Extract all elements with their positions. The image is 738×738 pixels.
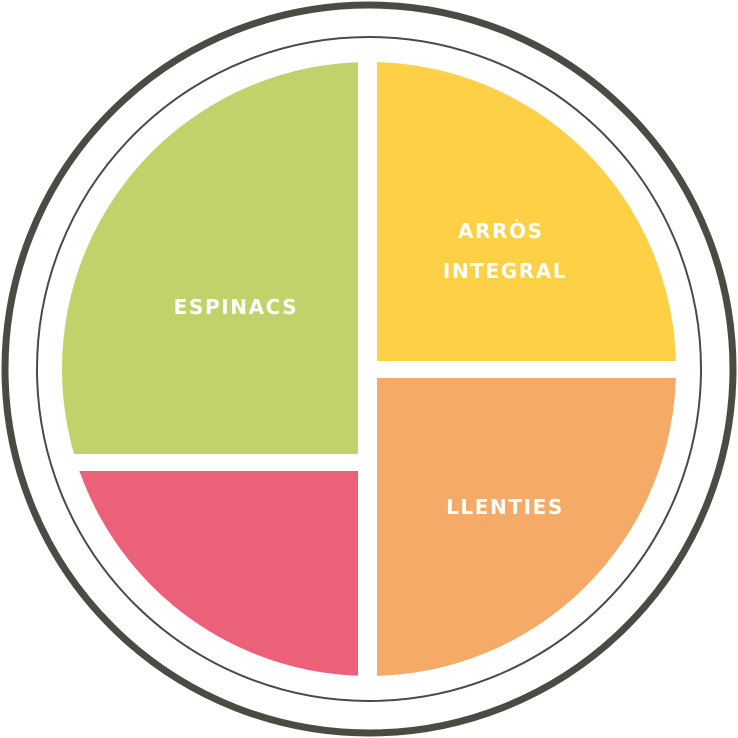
label-arros-integral-line-1: ARRÒS [458,219,544,243]
label-arros-integral: ARRÒS INTEGRAL [443,219,567,283]
label-llenties: LLENTIES [446,495,564,519]
plate-inner-rim [36,36,702,702]
label-arros-integral-line-2: INTEGRAL [443,259,567,283]
plate-segments [62,62,676,676]
label-espinacs-line-1: ESPINACS [174,295,299,319]
segment-empty [62,471,358,676]
label-espinacs: ESPINACS [174,295,299,319]
segment-arros-integral [377,62,676,361]
segment-espinacs [62,62,358,454]
label-llenties-line-1: LLENTIES [446,495,564,519]
segment-llenties [377,378,676,676]
